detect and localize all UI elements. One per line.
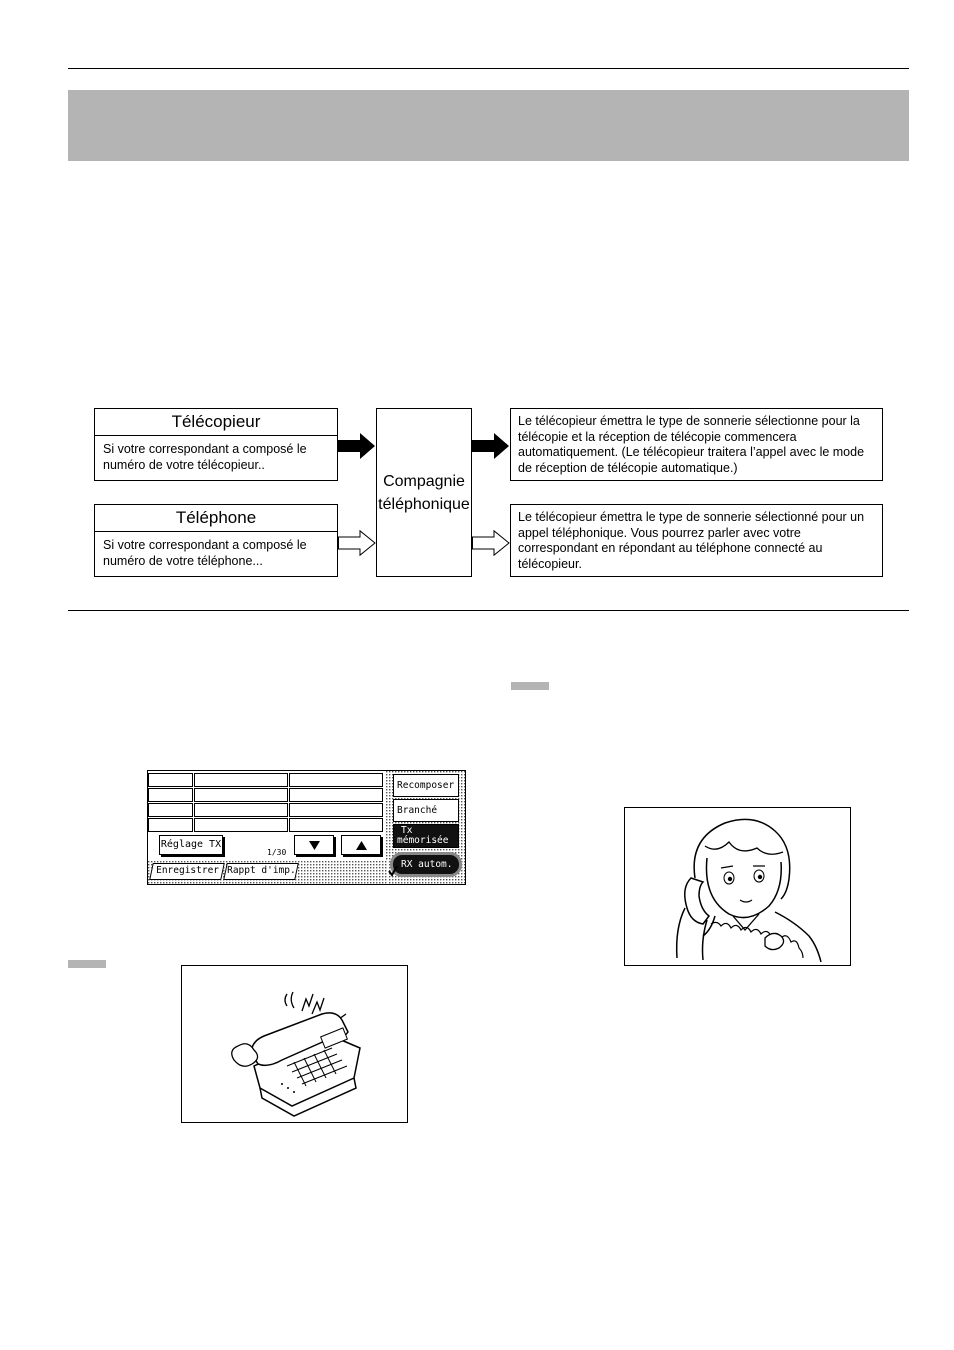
tab-enregistrer-label: Enregistrer: [155, 865, 219, 876]
tx-memorisee-line1: Tx: [401, 825, 413, 836]
rx-auto-button[interactable]: RX autom.: [390, 852, 462, 877]
fax-result-arrow-icon: [472, 433, 509, 459]
branche-button[interactable]: Branché: [393, 799, 459, 822]
step-marker: [68, 960, 106, 968]
list-cell[interactable]: [194, 773, 288, 787]
reglage-tx-label: Réglage TX: [160, 839, 222, 850]
recompose-button[interactable]: Recomposer: [393, 774, 459, 797]
scroll-up-button[interactable]: [341, 835, 381, 855]
list-cell[interactable]: [148, 803, 193, 817]
ringing-phone-icon: [231, 991, 361, 1117]
fax-control-panel: Recomposer Branché Tx mémorisée RX autom…: [147, 770, 466, 885]
rx-auto-label: RX autom.: [401, 859, 453, 870]
tx-memorisee-button[interactable]: Tx mémorisée: [393, 824, 459, 848]
tx-memorisee-line2: mémorisée: [397, 835, 449, 846]
phone-result-arrow-icon: [472, 530, 510, 556]
step-marker: [511, 682, 549, 690]
phone-arrow-icon: [338, 530, 376, 556]
person-on-phone-icon: [675, 818, 822, 963]
phone-company-line2: téléphonique: [378, 495, 470, 513]
phone-source-text: Si votre correspondant a composé le numé…: [103, 538, 307, 568]
list-cell[interactable]: [289, 803, 383, 817]
top-rule: [68, 68, 909, 69]
phone-source-box: Téléphone Si votre correspondant a compo…: [94, 504, 338, 577]
list-cell[interactable]: [194, 788, 288, 802]
person-on-phone-illustration: [624, 807, 851, 966]
phone-result-box: Le télécopieur émettra le type de sonner…: [510, 504, 883, 577]
list-cell[interactable]: [289, 788, 383, 802]
fax-arrow-icon: [338, 433, 375, 459]
section-banner: [68, 90, 909, 161]
list-cell[interactable]: [148, 788, 193, 802]
fax-source-title: Télécopieur: [95, 409, 337, 436]
fax-result-box: Le télécopieur émettra le type de sonner…: [510, 408, 883, 481]
check-icon: [388, 865, 398, 877]
triangle-up-icon: [356, 841, 367, 850]
fax-source-text: Si votre correspondant a composé le numé…: [103, 442, 307, 472]
page-counter: 1/30: [267, 848, 287, 857]
list-cell[interactable]: [289, 773, 383, 787]
middle-rule: [68, 610, 909, 611]
list-cell[interactable]: [148, 818, 193, 832]
scroll-down-button[interactable]: [294, 835, 334, 855]
list-cell[interactable]: [289, 818, 383, 832]
list-cell[interactable]: [194, 803, 288, 817]
list-cell[interactable]: [148, 773, 193, 787]
fax-source-box: Télécopieur Si votre correspondant a com…: [94, 408, 338, 481]
list-cell[interactable]: [194, 818, 288, 832]
triangle-down-icon: [309, 841, 320, 850]
phone-company-box: Compagnie téléphonique: [376, 408, 472, 577]
ringing-phone-illustration: [181, 965, 408, 1123]
tab-enregistrer[interactable]: Enregistrer: [149, 863, 225, 880]
phone-company-line1: Compagnie: [383, 472, 465, 490]
tab-rappt-imp[interactable]: Rappt d'imp.: [223, 863, 299, 880]
tab-rappt-imp-label: Rappt d'imp.: [226, 865, 296, 876]
reglage-tx-button[interactable]: Réglage TX: [159, 835, 223, 855]
phone-source-title: Téléphone: [95, 505, 337, 532]
